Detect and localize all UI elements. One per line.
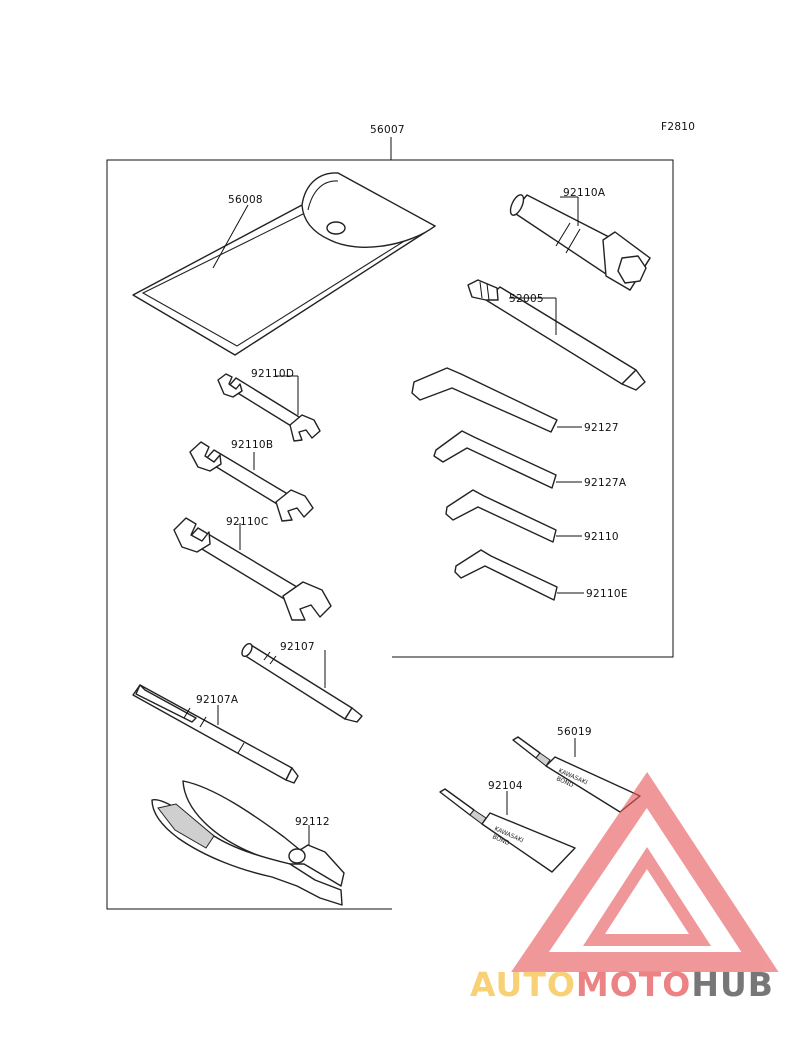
bond-tube-56019: KAWASAKI BOND 56019 <box>512 726 641 813</box>
watermark-hub: HUB <box>691 965 774 1004</box>
watermark-logo <box>511 772 779 972</box>
screwdriver-bit-92107: 92107 <box>241 641 363 723</box>
svg-text:AUTOMOTOHUB: AUTOMOTOHUB <box>470 965 774 1004</box>
label-56007: 56007 <box>370 124 405 136</box>
label-92110A: 92110A <box>563 187 606 199</box>
watermark-auto: AUTO <box>470 965 576 1004</box>
label-92127: 92127 <box>584 422 619 434</box>
screwdriver-92107A: 92107A <box>132 684 299 784</box>
watermark-text: AUTOMOTOHUB <box>470 965 774 1004</box>
label-52005: 52005 <box>509 293 544 305</box>
label-92107A: 92107A <box>196 694 239 706</box>
hex-key-92110: 92110 <box>445 489 619 543</box>
hex-key-92127: 92127 <box>411 367 619 434</box>
box-wrench-92110A: 92110A <box>509 187 651 291</box>
hex-key-92127A: 92127A <box>433 430 627 489</box>
watermark-moto: MOTO <box>576 965 691 1004</box>
tool-pouch-56008: 56008 <box>132 172 436 356</box>
spanner-92110B: 92110B <box>189 439 314 522</box>
spanner-92110C: 92110C <box>173 516 332 621</box>
figure-code: F2810 <box>661 121 695 133</box>
label-92110: 92110 <box>584 531 619 543</box>
label-92112: 92112 <box>295 816 330 828</box>
spanner-92110D: 92110D <box>217 368 321 442</box>
label-92110D: 92110D <box>251 368 294 380</box>
pliers-92112: 92112 <box>151 780 345 906</box>
label-92107: 92107 <box>280 641 315 653</box>
label-56019: 56019 <box>557 726 592 738</box>
bond-tube-92104: KAWASAKI BOND 92104 <box>439 780 576 873</box>
hex-key-92110E: 92110E <box>454 549 628 601</box>
toolkit-frame: 56007 <box>106 124 674 910</box>
label-92110C: 92110C <box>226 516 269 528</box>
label-92104: 92104 <box>488 780 523 792</box>
label-92110E: 92110E <box>586 588 628 600</box>
label-92110B: 92110B <box>231 439 273 451</box>
handle-bar-52005: 52005 <box>467 279 646 391</box>
label-56008: 56008 <box>228 194 263 206</box>
label-92127A: 92127A <box>584 477 627 489</box>
